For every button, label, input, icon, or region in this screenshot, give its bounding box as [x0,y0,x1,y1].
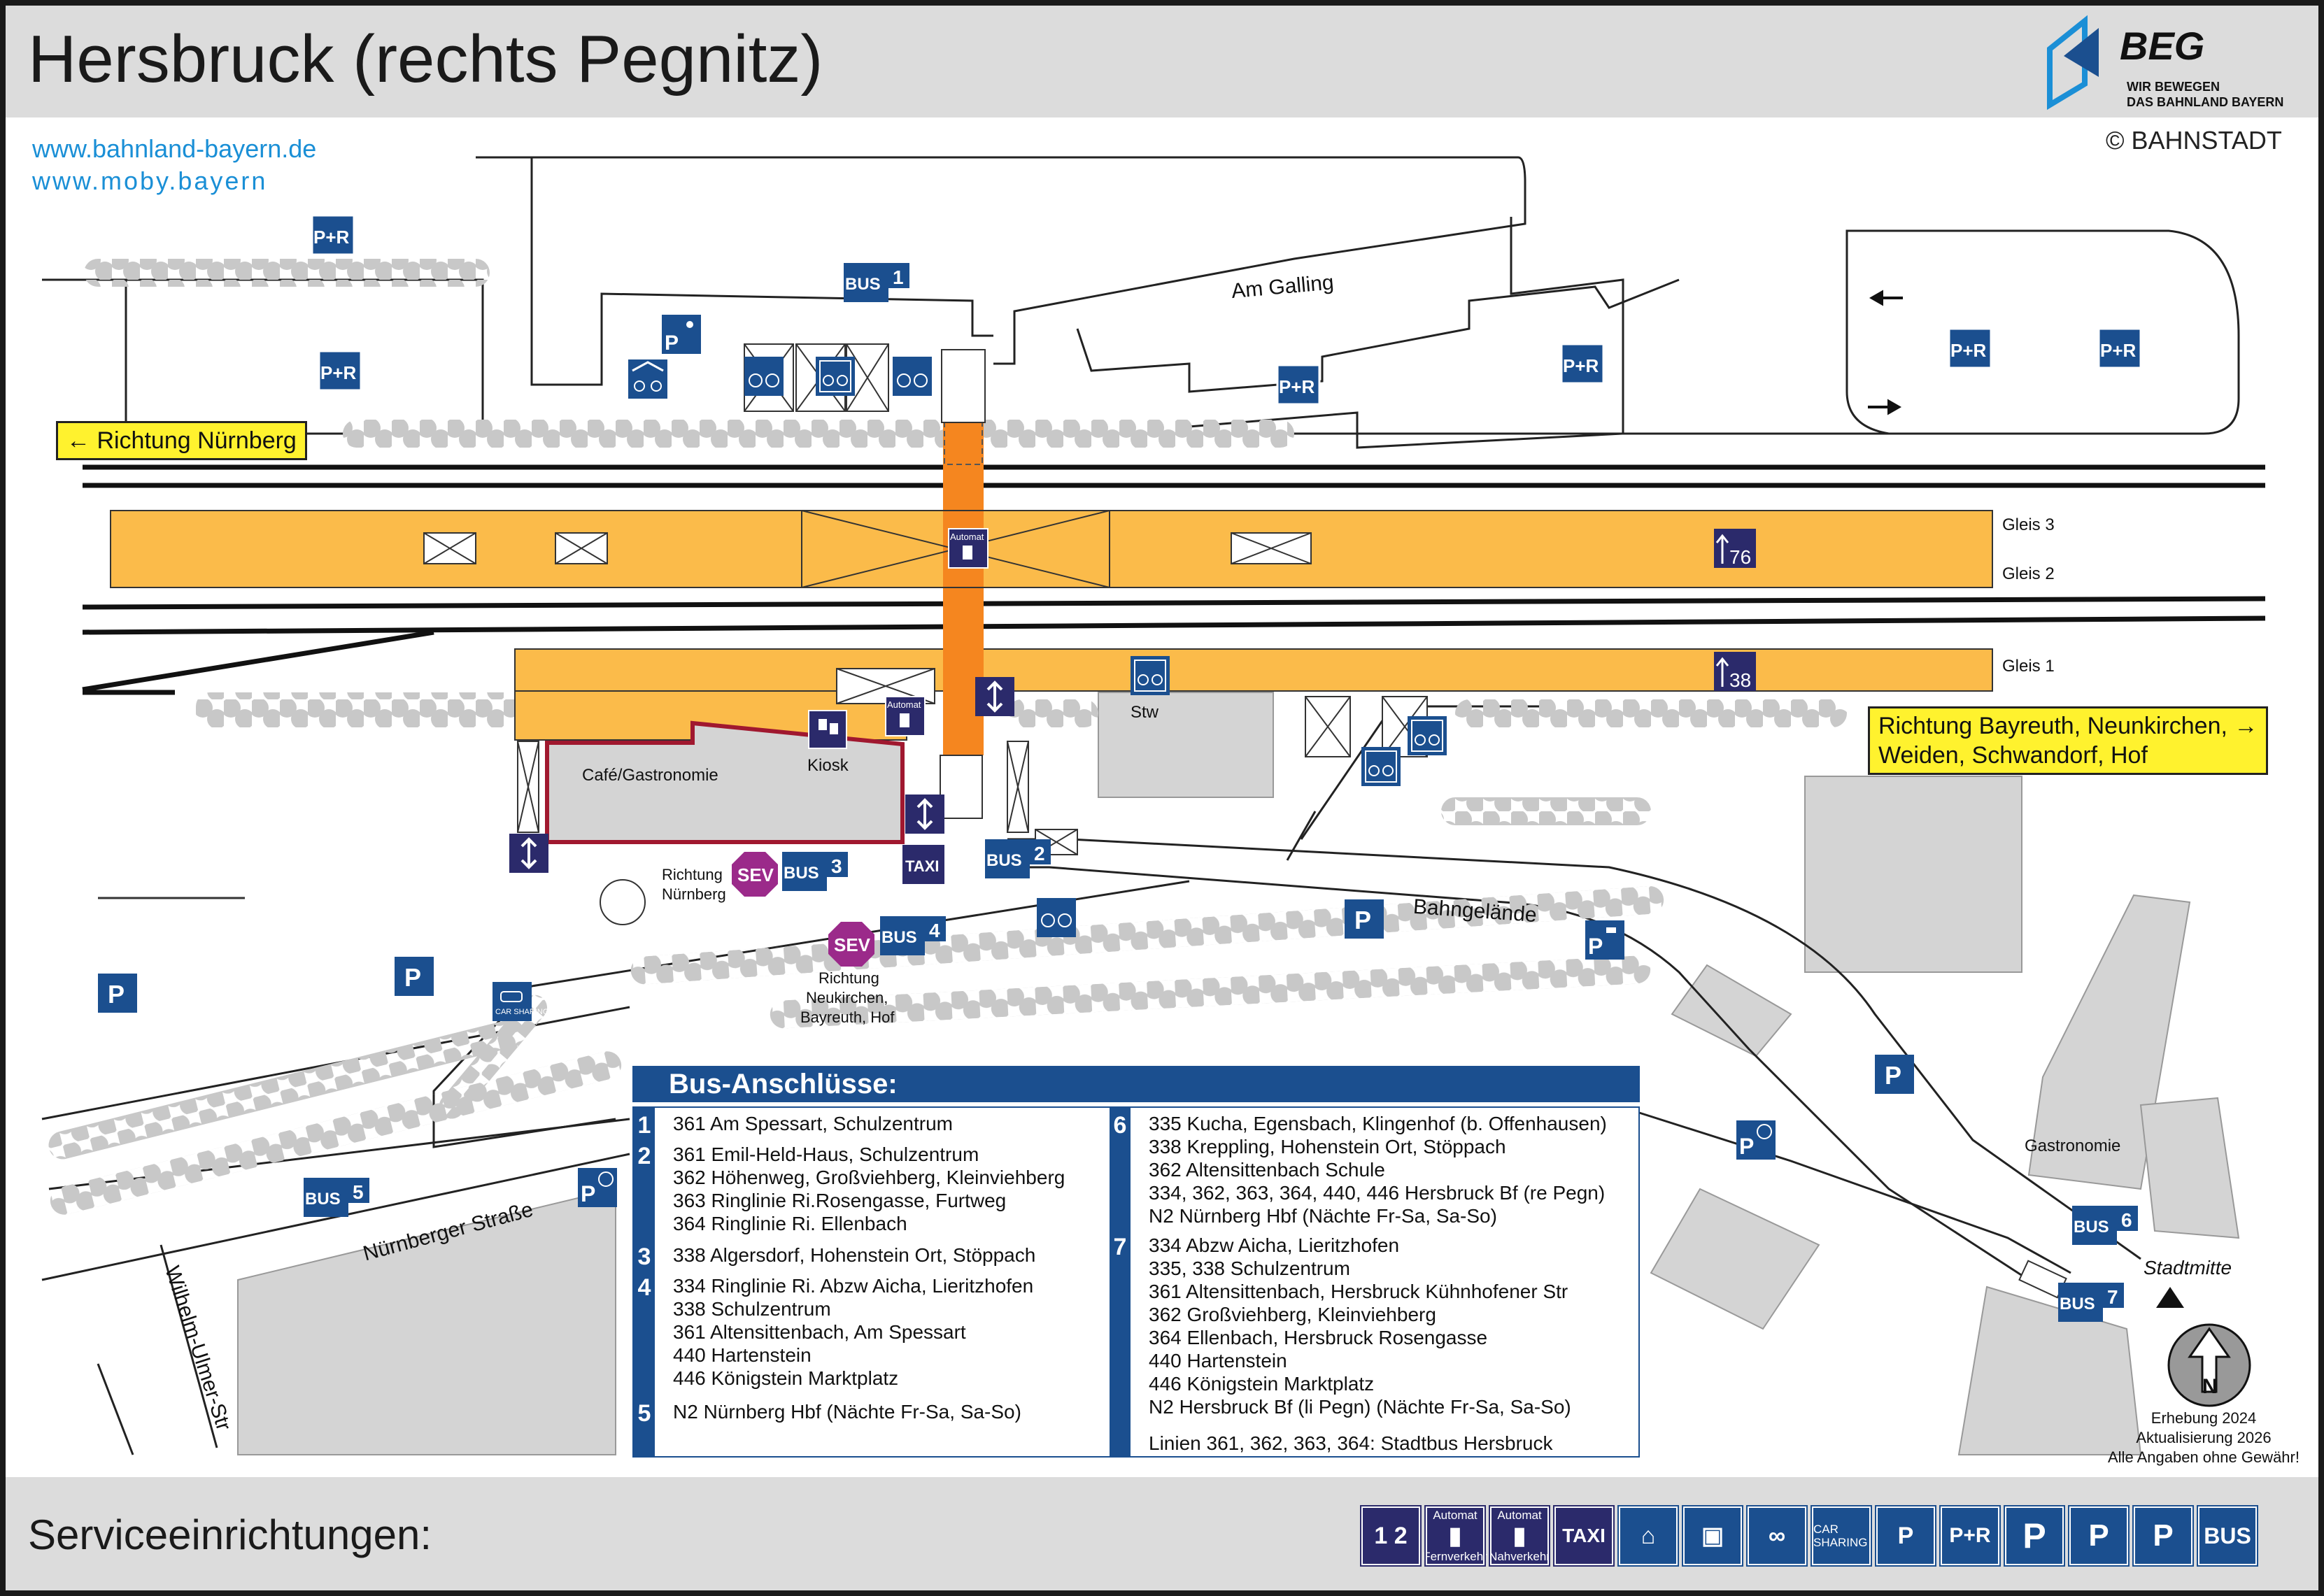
survey-line1: Erhebung 2024 [2151,1409,2257,1427]
disabled-parking-icon[interactable]: P [1875,1505,1936,1567]
beg-logo-name: BEG [2120,24,2204,68]
page-title: Hersbruck (rechts Pegnitz) [28,22,823,97]
beg-logo: BEG WIR BEWEGEN DAS BAHNLAND BAYERN [2047,15,2283,111]
beg-logo-mark [2047,15,2088,111]
survey-note: Erhebung 2024 Aktualisierung 2026 Alle A… [2099,1409,2309,1467]
covered-bike-parking-icon[interactable]: ⌂ [1617,1505,1679,1567]
bike-parking-icon[interactable]: ∞ [1746,1505,1808,1567]
url-moby[interactable]: www.moby.bayern [32,166,268,195]
bus-entry: N2 Nürnberg Hbf (Nächte Fr-Sa, Sa-So) [673,1401,1021,1423]
car-sharing-icon[interactable]: CAR SHARING [1811,1505,1872,1567]
direction-bayreuth-line1: Richtung Bayreuth, Neunkirchen, [1878,713,2227,739]
bus-entry: 334 Ringlinie Ri. Abzw Aicha, Lieritzhof… [673,1275,1034,1389]
bus-panel-body: 1 361 Am Spessart, Schulzentrum 2 361 Em… [632,1106,1640,1458]
services-title: Serviceeinrichtungen: [28,1511,432,1558]
bus-entry-number: 7 [1113,1234,1127,1260]
taxi-icon[interactable]: TAXI [1553,1505,1615,1567]
services-icon-row: 1 2 Automat▮Fernverkehr Automat▮Nahverke… [1360,1505,2258,1567]
bus-entry: 361 Am Spessart, Schulzentrum [673,1113,953,1134]
bus-entry-number: 5 [637,1400,651,1427]
survey-line2: Aktualisierung 2026 [2136,1429,2272,1446]
bus-number-strip-right [1110,1108,1131,1456]
direction-bayreuth-line2: Weiden, Schwandorf, Hof [1878,742,2148,769]
arrow-left-icon: ← [66,427,90,454]
ticket-machine-long-distance-icon[interactable]: Automat▮Fernverkehr [1423,1505,1487,1567]
direction-bayreuth: Richtung Bayreuth, Neunkirchen, → Weiden… [1868,706,2269,775]
url-bahnland[interactable]: www.bahnland-bayern.de [32,134,317,163]
parking-icon[interactable]: P [2004,1505,2065,1567]
bus-entry-number: 6 [1113,1112,1127,1139]
arrow-right-icon: → [2234,713,2258,739]
bus-entry-number: 1 [637,1112,651,1139]
beg-logo-tagline2: DAS BAHNLAND BAYERN [2127,95,2283,109]
url-list: www.bahnland-bayern.de www.moby.bayern [32,133,316,197]
bus-entry: 335 Kucha, Egensbach, Klingenhof (b. Off… [1149,1113,1607,1227]
bus-number-strip-left [634,1108,655,1456]
bus-entry-number: 4 [637,1274,651,1301]
bus-panel-title: Bus-Anschlüsse: [632,1066,1640,1102]
bus-connections-panel: Bus-Anschlüsse: 1 361 Am Spessart, Schul… [632,1066,1640,1458]
header-bar [6,6,2318,117]
direction-nurnberg: ← Richtung Nürnberg [56,421,307,460]
ticket-counter-icon[interactable]: 1 2 [1360,1505,1422,1567]
bus-icon[interactable]: BUS [2197,1505,2258,1567]
direction-nurnberg-label: Richtung Nürnberg [97,427,297,454]
beg-logo-tagline1: WIR BEWEGEN [2127,80,2220,94]
bus-entry-number: 3 [637,1244,651,1270]
ticket-machine-regional-icon[interactable]: Automat▮Nahverkehr [1489,1505,1550,1567]
short-term-parking-icon[interactable]: P [2068,1505,2130,1567]
bus-panel-footnote: Linien 361, 362, 363, 364: Stadtbus Hers… [1149,1432,1553,1454]
bike-box-icon[interactable]: ▣ [1682,1505,1743,1567]
bus-entry-number: 2 [637,1143,651,1169]
park-and-ride-icon[interactable]: P+R [1939,1505,2001,1567]
copyright: © BAHNSTADT [2106,126,2282,155]
bus-entry: 338 Algersdorf, Hohenstein Ort, Stöppach [673,1244,1036,1266]
survey-line3: Alle Angaben ohne Gewähr! [2108,1448,2300,1466]
ev-charging-parking-icon[interactable]: P [2132,1505,2194,1567]
beg-logo-mark-inner [2064,28,2099,77]
